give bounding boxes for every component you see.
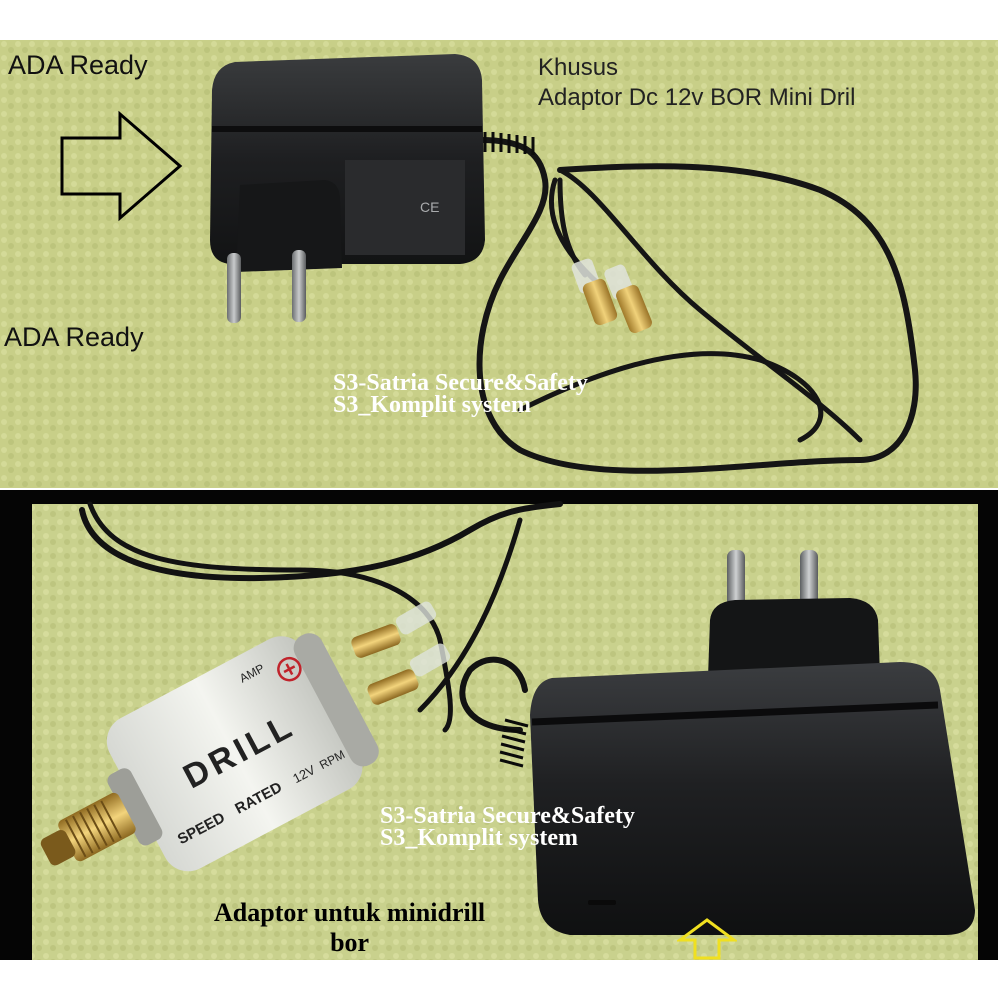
watermark-line: S3-Satria Secure&Safety — [333, 370, 588, 396]
ada-ready-label: ADA Ready — [4, 322, 144, 352]
store-watermark: S3-Satria Secure&Safety S3_Komplit syste… — [333, 370, 588, 418]
adapter-label-sticker — [345, 160, 465, 255]
cable-strain-relief — [483, 132, 535, 155]
plus-terminal-icon — [277, 656, 302, 682]
watermark-line: S3_Komplit system — [333, 392, 531, 418]
cable-strain-relief — [499, 718, 529, 768]
product-heading-line: Adaptor Dc 12v BOR Mini Dril — [538, 84, 856, 111]
spade-connector — [571, 258, 618, 326]
product-caption: Adaptor untuk minidrill bor — [214, 898, 485, 958]
dc-cable — [476, 137, 919, 474]
power-adapter — [530, 550, 975, 935]
caption-line: Adaptor untuk minidrill — [214, 898, 486, 927]
bottom-photo: DRILL SPEED RATED 12V AMP RPM — [32, 501, 978, 960]
watermark-line: S3_Komplit system — [380, 825, 578, 851]
pointer-arrow-up-icon — [677, 918, 737, 960]
product-heading-line: Khusus — [538, 54, 619, 81]
top-photo-panel: CE — [0, 40, 998, 488]
store-watermark: S3-Satria Secure&Safety S3_Komplit syste… — [380, 803, 635, 851]
adapter-label-text: CE — [420, 199, 439, 215]
pointer-arrow-right-icon — [60, 110, 183, 222]
ada-ready-label: ADA Ready — [8, 50, 148, 80]
spade-connector — [367, 643, 451, 705]
spade-connector — [351, 601, 437, 658]
bottom-photo-panel: DRILL SPEED RATED 12V AMP RPM — [0, 490, 998, 960]
caption-line: bor — [330, 928, 370, 957]
power-adapter: CE — [210, 54, 485, 323]
product-heading: Khusus Adaptor Dc 12v BOR Mini Dril — [538, 53, 855, 113]
mini-drill-motor: DRILL SPEED RATED 12V AMP RPM — [40, 633, 379, 872]
top-photo: CE — [0, 40, 998, 488]
watermark-line: S3-Satria Secure&Safety — [380, 803, 635, 829]
spade-connector — [604, 264, 652, 334]
